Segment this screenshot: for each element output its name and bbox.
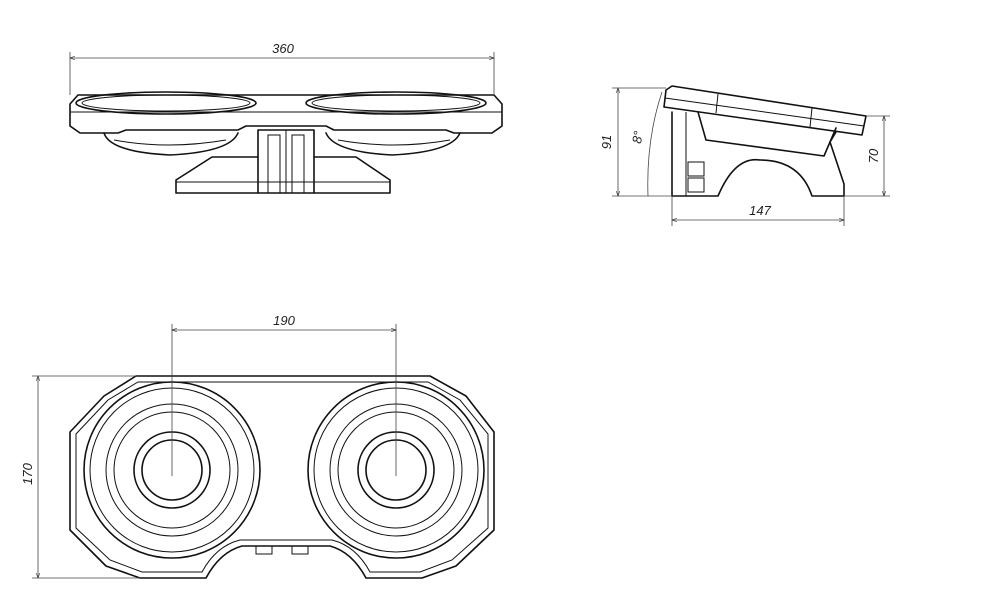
dim-side-depth: 147 — [672, 196, 844, 226]
dim-side-height-total-label: 91 — [599, 135, 614, 149]
dim-front-width-label: 360 — [272, 41, 294, 56]
side-view — [663, 85, 867, 197]
top-view — [69, 375, 495, 579]
dim-side-height-low-label: 70 — [866, 148, 881, 163]
dim-front-width: 360 — [70, 41, 494, 95]
dim-tilt-angle: 8° — [629, 91, 663, 197]
dim-side-depth-label: 147 — [749, 203, 771, 218]
dim-top-depth-label: 170 — [20, 462, 35, 484]
dim-bowl-spacing-label: 190 — [273, 313, 295, 328]
dim-top-depth: 170 — [20, 376, 140, 578]
dim-side-height-low: 70 — [844, 116, 890, 196]
dim-bowl-spacing: 190 — [172, 313, 396, 430]
front-view — [69, 91, 503, 194]
dim-tilt-angle-label: 8° — [629, 130, 646, 145]
dim-side-height-total: 91 — [599, 88, 672, 196]
